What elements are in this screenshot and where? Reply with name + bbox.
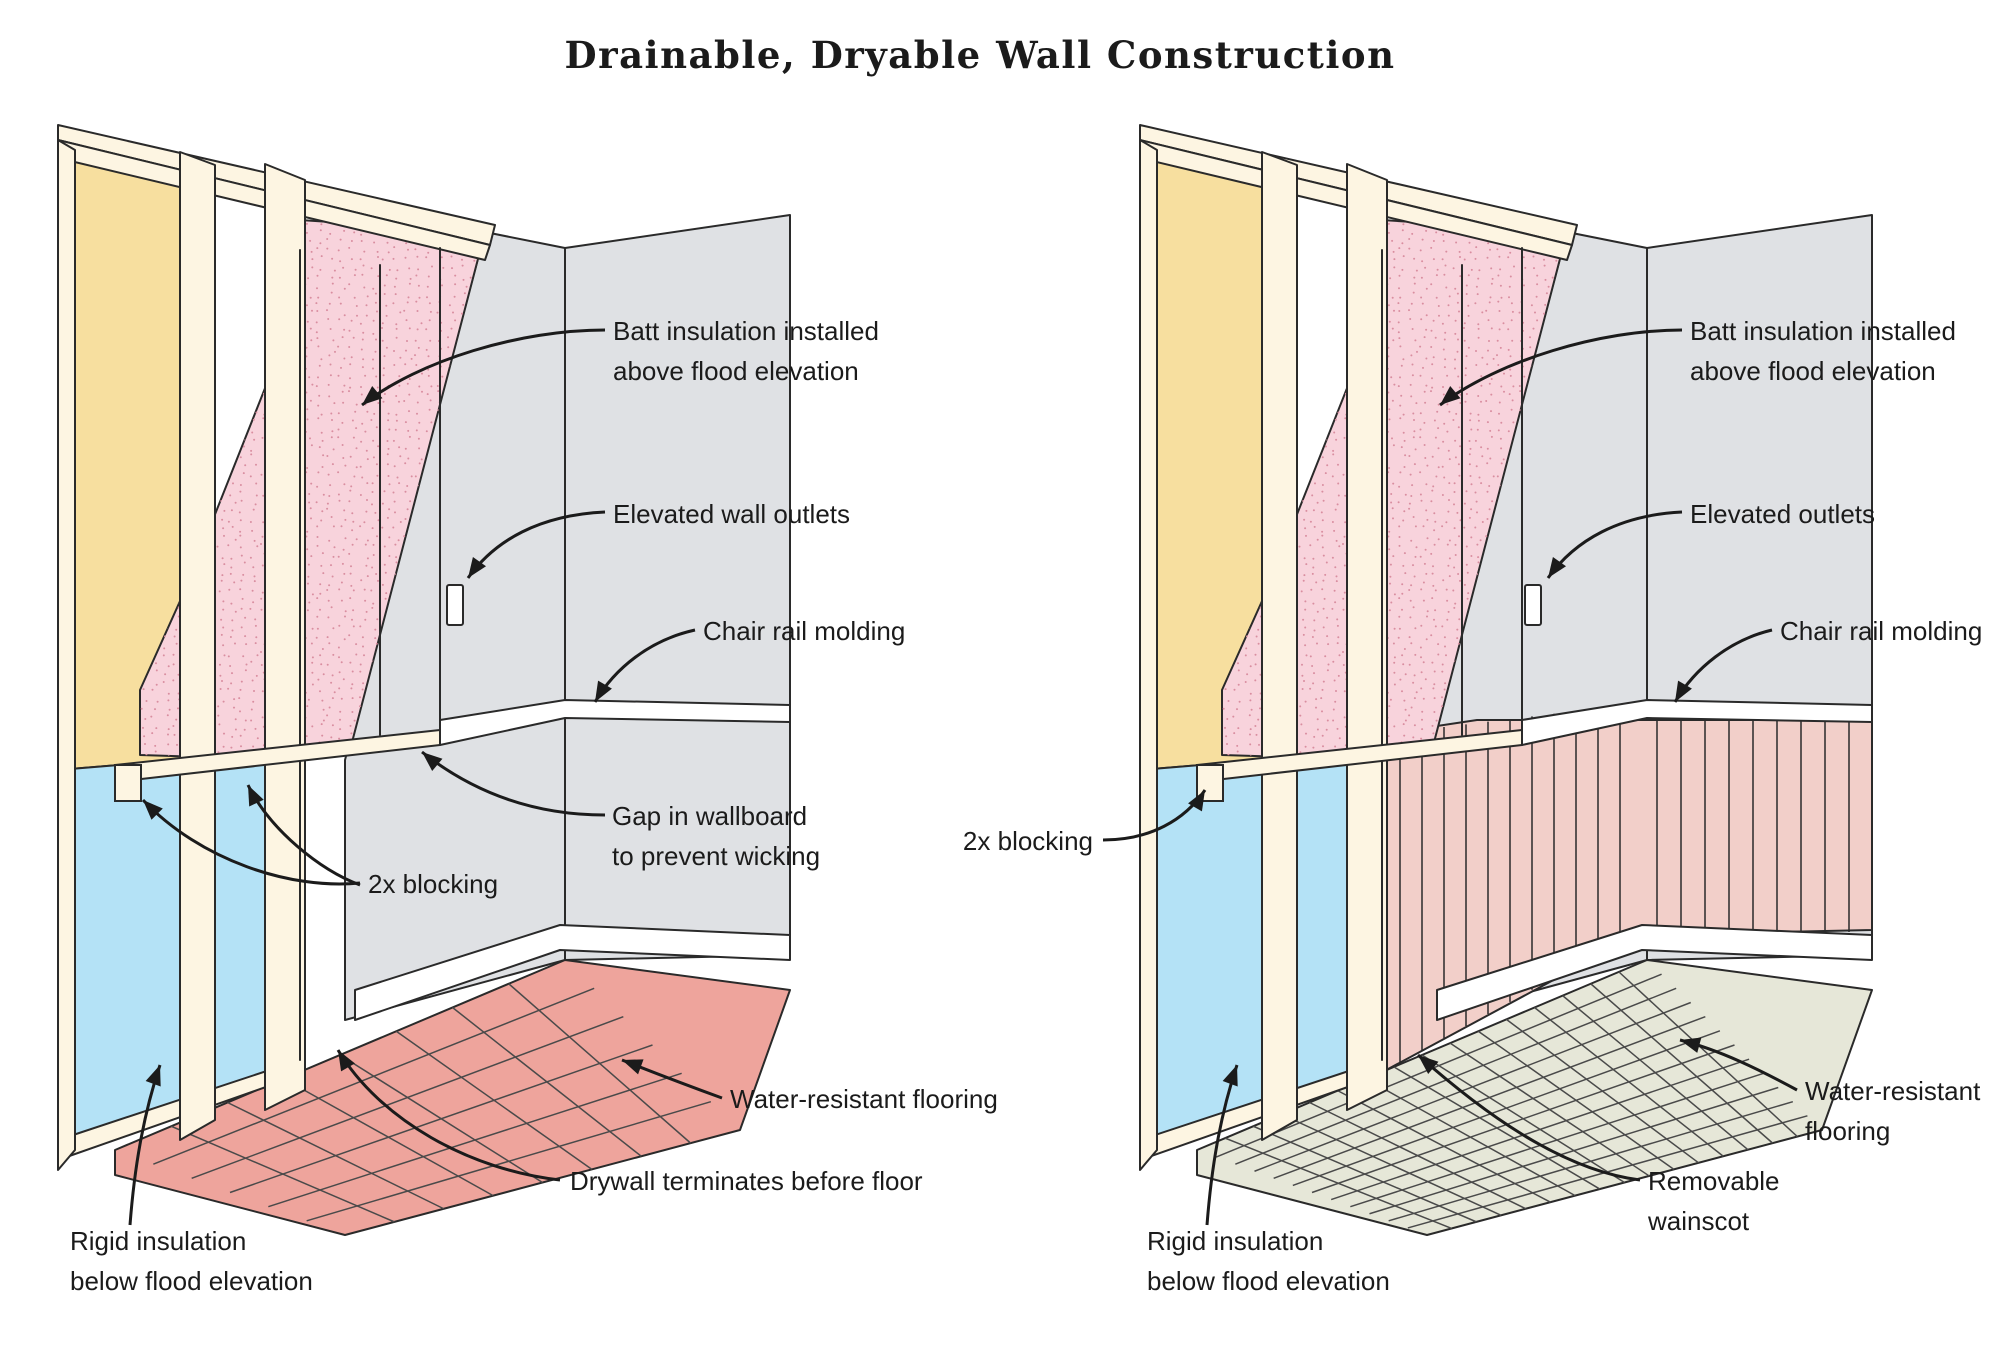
label-flooring-left-line-1: Water-resistant flooring bbox=[730, 1084, 998, 1114]
arrow-batt-right bbox=[1439, 328, 1683, 407]
right-wall-outlet bbox=[1524, 584, 1542, 626]
label-chair-rail-left-line-1: Chair rail molding bbox=[703, 616, 905, 646]
label-flooring-right-line-2: flooring bbox=[1805, 1116, 1890, 1146]
label-rigid-left-line-1: Rigid insulation bbox=[70, 1226, 246, 1256]
arrow-outlets-left bbox=[466, 510, 606, 579]
label-rigid-left-line-2: below flood elevation bbox=[70, 1266, 313, 1296]
arrow-blocking-right bbox=[1102, 789, 1207, 842]
left-wall-outlet bbox=[446, 584, 464, 626]
left-floor bbox=[114, 959, 791, 1236]
right-floor-grid bbox=[1215, 971, 1808, 1230]
arrow-gap-left bbox=[421, 750, 606, 817]
label-rigid-right: Rigid insulation below flood elevation bbox=[1147, 1226, 1390, 1296]
label-chair-rail-right-line-1: Chair rail molding bbox=[1780, 616, 1982, 646]
right-wainscot-boards bbox=[1399, 705, 1850, 1063]
right-stud-3 bbox=[1346, 163, 1388, 1111]
left-stud-2 bbox=[179, 151, 216, 1141]
label-wainscot-right-line-1: Removable bbox=[1648, 1166, 1780, 1196]
label-blocking-right-line-1: 2x blocking bbox=[963, 826, 1093, 856]
left-stud-1 bbox=[57, 139, 76, 1171]
label-flooring-right-line-1: Water-resistant bbox=[1805, 1076, 1981, 1106]
arrow-drywall-left bbox=[336, 1049, 561, 1182]
label-chair-rail-left: Chair rail molding bbox=[703, 616, 905, 646]
arrow-batt-left bbox=[361, 328, 606, 407]
label-batt-insulation-left-line-2: above flood elevation bbox=[613, 356, 859, 386]
label-outlets-left-line-1: Elevated wall outlets bbox=[613, 499, 850, 529]
arrow-chair-rail-left bbox=[593, 628, 696, 703]
label-outlets-left: Elevated wall outlets bbox=[613, 499, 850, 529]
left-blocking-end bbox=[114, 764, 142, 802]
left-floor-grid bbox=[153, 983, 712, 1223]
label-wallboard-gap-left-line-2: to prevent wicking bbox=[612, 841, 820, 871]
arrow-outlets-right bbox=[1546, 510, 1683, 579]
right-baseboard bbox=[1436, 924, 1873, 1021]
label-outlets-right: Elevated outlets bbox=[1690, 499, 1875, 529]
label-rigid-right-line-2: below flood elevation bbox=[1147, 1266, 1390, 1296]
label-drywall-left-line-1: Drywall terminates before floor bbox=[570, 1166, 923, 1196]
label-rigid-left: Rigid insulation below flood elevation bbox=[70, 1226, 313, 1296]
label-blocking-left: 2x blocking bbox=[368, 869, 498, 899]
left-panel-artwork bbox=[57, 124, 791, 1236]
label-batt-insulation-right-line-2: above flood elevation bbox=[1690, 356, 1936, 386]
label-outlets-right-line-1: Elevated outlets bbox=[1690, 499, 1875, 529]
label-batt-insulation-right-line-1: Batt insulation installed bbox=[1690, 316, 1956, 346]
label-batt-insulation-right: Batt insulation installed above flood ele… bbox=[1690, 316, 1956, 386]
label-batt-insulation-left: Batt insulation installed above flood ele… bbox=[613, 316, 879, 386]
label-wallboard-gap-left-line-1: Gap in wallboard bbox=[612, 801, 807, 831]
arrow-rigid-right bbox=[1205, 1064, 1239, 1226]
label-wainscot-right: Removable wainscot bbox=[1647, 1166, 1780, 1236]
arrow-blocking-left-b bbox=[246, 784, 361, 887]
label-blocking-left-line-1: 2x blocking bbox=[368, 869, 498, 899]
label-flooring-right: Water-resistant flooring bbox=[1805, 1076, 1981, 1146]
label-wallboard-gap-left: Gap in wallboard to prevent wicking bbox=[612, 801, 820, 871]
label-drywall-left: Drywall terminates before floor bbox=[570, 1166, 923, 1196]
arrow-chair-rail-right bbox=[1673, 628, 1773, 703]
arrow-flooring-left bbox=[621, 1058, 723, 1100]
label-rigid-right-line-1: Rigid insulation bbox=[1147, 1226, 1323, 1256]
right-stud-1 bbox=[1139, 139, 1158, 1171]
arrow-flooring-right bbox=[1679, 1037, 1798, 1092]
right-panel-artwork bbox=[1139, 124, 1873, 1236]
panel-wainscot-wall: Batt insulation installed above flood ele… bbox=[963, 124, 1982, 1296]
right-stud-2 bbox=[1261, 151, 1298, 1141]
label-chair-rail-right: Chair rail molding bbox=[1780, 616, 1982, 646]
label-flooring-left: Water-resistant flooring bbox=[730, 1084, 998, 1114]
arrow-blocking-left-a bbox=[141, 798, 361, 886]
panel-drywall-wall: Batt insulation installed above flood ele… bbox=[57, 124, 998, 1296]
arrow-wainscot-right bbox=[1417, 1053, 1641, 1182]
label-blocking-right: 2x blocking bbox=[963, 826, 1093, 856]
left-stud-3 bbox=[264, 163, 306, 1111]
label-batt-insulation-left-line-1: Batt insulation installed bbox=[613, 316, 879, 346]
label-wainscot-right-line-2: wainscot bbox=[1647, 1206, 1750, 1236]
left-baseboard bbox=[354, 924, 791, 1021]
diagram-title: Drainable, Dryable Wall Construction bbox=[564, 33, 1395, 77]
arrow-rigid-left bbox=[128, 1064, 162, 1226]
